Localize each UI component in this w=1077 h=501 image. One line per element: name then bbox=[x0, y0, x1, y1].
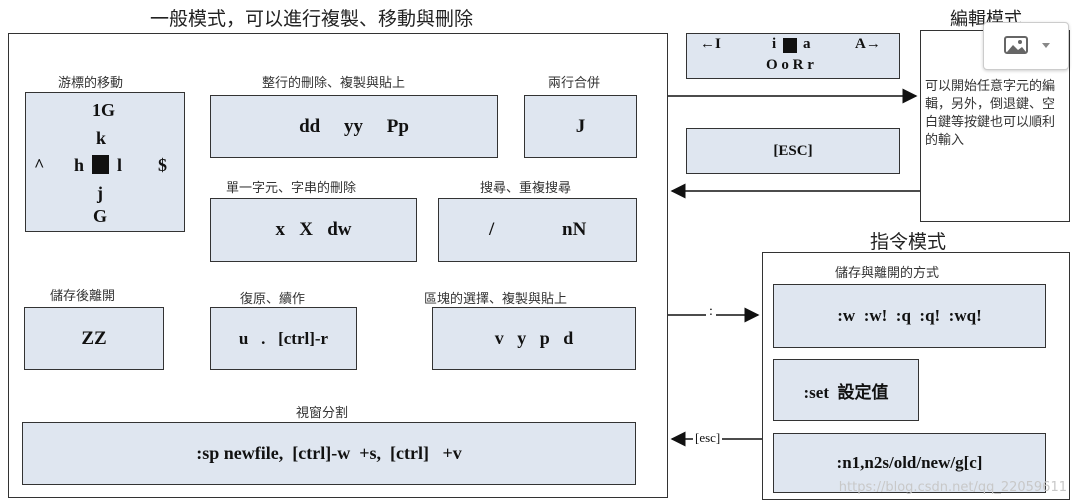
key-g: G bbox=[93, 206, 108, 226]
key-k: k bbox=[96, 128, 107, 148]
key-slash: / bbox=[489, 219, 495, 240]
cursor-block-icon bbox=[92, 155, 109, 174]
command-mode-title: 指令模式 bbox=[870, 231, 947, 253]
key-insert: i bbox=[772, 36, 777, 52]
line-delete-box: dd yy Pp bbox=[210, 95, 498, 158]
char-delete-box: x X dw bbox=[210, 198, 417, 262]
image-toolbar-widget[interactable] bbox=[983, 22, 1069, 70]
key-1g: 1G bbox=[92, 100, 116, 120]
search-label: 搜尋、重複搜尋 bbox=[480, 181, 572, 196]
key-open-replace: O o R r bbox=[766, 57, 814, 73]
key-caret: ^ bbox=[34, 155, 45, 175]
key-insert-line-start: ←I bbox=[700, 36, 721, 52]
join-label: 兩行合併 bbox=[548, 76, 601, 91]
key-append-line-end: A→ bbox=[855, 36, 881, 52]
key-nN: nN bbox=[562, 219, 587, 240]
key-l: l bbox=[117, 155, 123, 175]
key-h: h bbox=[74, 155, 85, 175]
split-label: 視窗分割 bbox=[296, 406, 349, 421]
watermark: https://blog.csdn.net/qq_22059611 bbox=[838, 480, 1067, 495]
key-j: j bbox=[97, 183, 103, 203]
edit-mode-description: 可以開始任意字元的編輯，另外，倒退鍵、空白鍵等按鍵也可以順利的輸入 bbox=[925, 79, 1056, 148]
colon-label: : bbox=[706, 304, 716, 320]
image-icon bbox=[1004, 36, 1050, 54]
esc-key-box: [ESC] bbox=[686, 128, 900, 174]
undo-label: 復原、續作 bbox=[240, 292, 306, 307]
save-methods-label: 儲存與離開的方式 bbox=[835, 266, 940, 281]
cursor-move-label: 游標的移動 bbox=[58, 76, 124, 91]
key-append: a bbox=[803, 36, 811, 52]
insert-cursor-icon bbox=[783, 38, 797, 53]
search-box bbox=[438, 198, 637, 262]
esc-arrow-label: [esc] bbox=[693, 430, 723, 446]
char-delete-label: 單一字元、字串的刪除 bbox=[226, 181, 357, 196]
join-box: J bbox=[524, 95, 637, 158]
save-quit-label: 儲存後離開 bbox=[50, 289, 116, 304]
replace-command-box: :n1,n2s/old/new/g[c] bbox=[773, 433, 1046, 493]
line-delete-label: 整行的刪除、複製與貼上 bbox=[262, 76, 406, 91]
split-box: :sp newfile, [ctrl]-w +s, [ctrl] +v bbox=[22, 422, 636, 485]
save-commands-box: :w :w! :q :q! :wq! bbox=[773, 284, 1046, 348]
block-box: v y p d bbox=[432, 307, 636, 370]
set-command-box: :set 設定值 bbox=[773, 359, 919, 421]
save-quit-box: ZZ bbox=[24, 307, 164, 370]
key-dollar: $ bbox=[158, 155, 167, 175]
normal-mode-title: 一般模式，可以進行複製、移動與刪除 bbox=[150, 8, 474, 30]
block-label: 區塊的選擇、複製與貼上 bbox=[424, 292, 568, 307]
undo-box: u . [ctrl]-r bbox=[210, 307, 357, 370]
